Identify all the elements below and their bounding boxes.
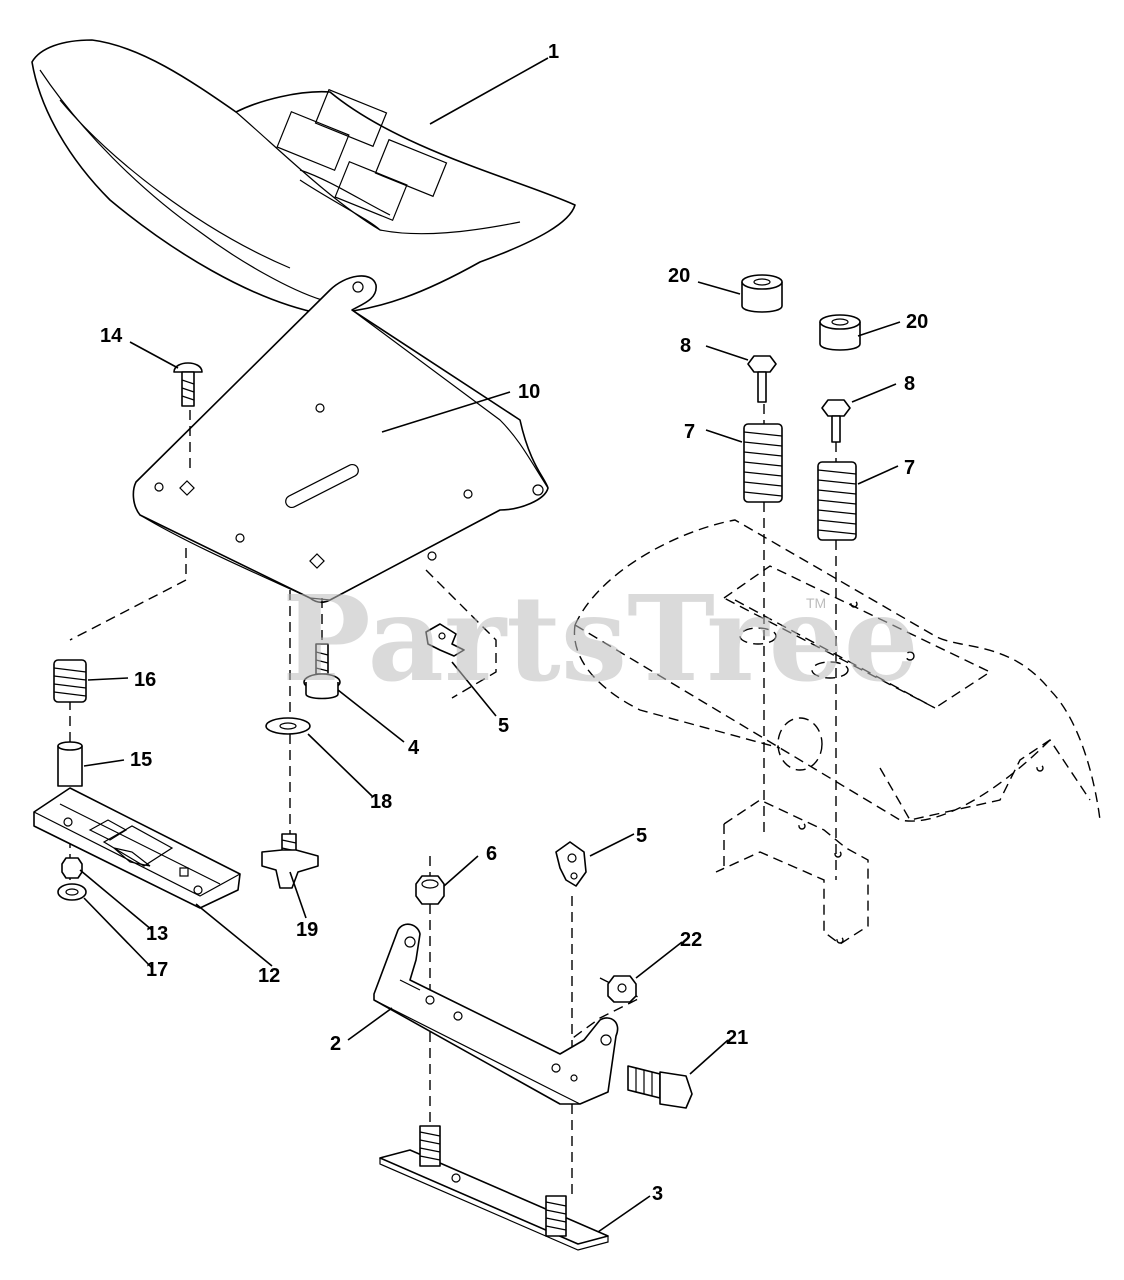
callout-12[interactable]: 12: [258, 965, 280, 987]
spring-part-7-right[interactable]: [817, 461, 857, 541]
callout-19[interactable]: 19: [296, 919, 318, 941]
callout-5-lower[interactable]: 5: [636, 825, 647, 847]
callout-13[interactable]: 13: [146, 923, 168, 945]
knob-part-19[interactable]: [261, 833, 319, 889]
callout-16[interactable]: 16: [134, 669, 156, 691]
bushing-part-20-right[interactable]: [819, 314, 861, 351]
washer-part-18[interactable]: [265, 717, 311, 735]
fender-frame-reference: [573, 519, 1101, 945]
rail-bracket-part-12[interactable]: [33, 787, 241, 909]
callout-5-upper[interactable]: 5: [498, 715, 509, 737]
clip-part-5-lower[interactable]: [555, 841, 587, 887]
callout-14[interactable]: 14: [100, 325, 123, 347]
callout-7-right[interactable]: 7: [904, 457, 915, 479]
callout-8-right[interactable]: 8: [904, 373, 915, 395]
callout-20-right[interactable]: 20: [906, 311, 928, 333]
callout-21[interactable]: 21: [726, 1027, 748, 1049]
callout-8-left[interactable]: 8: [680, 335, 691, 357]
seat-part-1[interactable]: [31, 39, 576, 315]
bushing-part-20-left[interactable]: [741, 274, 783, 313]
shoulder-bolt-part-4[interactable]: [303, 643, 341, 700]
partstree-watermark: PartsTree: [282, 569, 919, 708]
callout-4[interactable]: 4: [408, 737, 420, 759]
bracket-part-2[interactable]: [373, 923, 619, 1105]
spring-part-16[interactable]: [53, 659, 87, 703]
callout-1[interactable]: 1: [548, 41, 559, 63]
nut-part-6[interactable]: [415, 875, 445, 905]
nut-part-13[interactable]: [61, 857, 83, 879]
callout-20-left[interactable]: 20: [668, 265, 690, 287]
base-plate-part-3[interactable]: [379, 1125, 609, 1251]
spacer-part-15[interactable]: [57, 741, 83, 787]
bolt-part-21[interactable]: [627, 1065, 693, 1109]
bolt-part-8-right[interactable]: [821, 399, 851, 443]
callout-7-left[interactable]: 7: [684, 421, 695, 443]
callout-labels: 1 14 10 20 20 8 8 7 7 16 15 5 4 18 13 17…: [100, 41, 928, 1205]
callout-17[interactable]: 17: [146, 959, 168, 981]
bolt-part-8-left[interactable]: [747, 355, 777, 403]
callout-3[interactable]: 3: [652, 1183, 663, 1205]
clip-part-5-upper[interactable]: [425, 623, 465, 657]
callout-22[interactable]: 22: [680, 929, 702, 951]
seat-pan-part-10[interactable]: [132, 275, 549, 603]
leader-lines: [79, 57, 901, 1233]
nut-part-22[interactable]: [607, 975, 637, 1003]
washer-part-17[interactable]: [57, 883, 87, 901]
carriage-bolt-part-14[interactable]: [173, 362, 203, 407]
callout-18[interactable]: 18: [370, 791, 392, 813]
callout-2[interactable]: 2: [330, 1033, 341, 1055]
callout-15[interactable]: 15: [130, 749, 152, 771]
callout-6[interactable]: 6: [486, 843, 497, 865]
spring-part-7-left[interactable]: [743, 423, 783, 503]
watermark-trademark: TM: [806, 595, 826, 611]
callout-10[interactable]: 10: [518, 381, 540, 403]
